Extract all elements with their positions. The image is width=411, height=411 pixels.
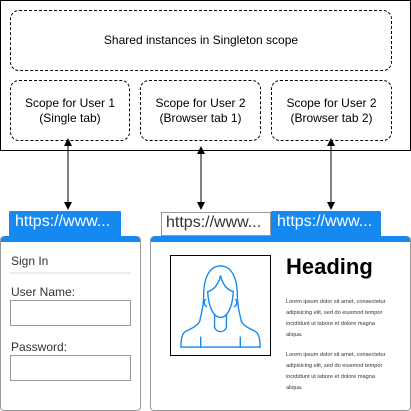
password-input[interactable] [10,355,131,381]
browser-right-toolbar [151,236,410,242]
user-avatar-icon [180,265,261,348]
scope-user2-tab2-subtitle: (Browser tab 2) [290,110,373,125]
scope-user2-tab1-title: Scope for User 2 [155,95,246,110]
browser-right-tab-inactive[interactable]: https://www... [161,212,271,236]
password-label: Password: [11,340,68,354]
singleton-scope-box: Shared instances in Singleton scope [10,10,392,71]
paragraph-1: Lorem ipsum dolor sit amet, consectetur … [286,299,386,338]
singleton-scope-label: Shared instances in Singleton scope [103,33,299,47]
browser-right-tab-inactive-url: https://www... [166,214,262,231]
browser-left-tab[interactable]: https://www... [9,211,121,236]
browser-right-tab-active[interactable]: https://www... [271,211,381,236]
signin-divider [10,272,131,274]
signin-title: Sign In [11,254,49,268]
scope-box-user2-tab2: Scope for User 2 (Browser tab 2) [271,80,392,141]
browser-left-toolbar [1,236,140,242]
avatar-image [170,255,271,356]
scope-user1-title: Scope for User 1 [24,95,116,110]
scope-user2-tab1-subtitle: (Browser tab 1) [159,110,242,125]
paragraph-2: Lorem ipsum dolor sit amet, consectetur … [286,352,386,391]
page-heading: Heading [286,254,373,279]
scope-box-user2-tab1: Scope for User 2 (Browser tab 1) [140,80,261,141]
scope-user2-tab2-title: Scope for User 2 [286,95,377,110]
scope-box-user1: Scope for User 1 (Single tab) [10,80,130,141]
browser-right-tab-active-url: https://www... [277,213,373,230]
browser-left-tab-url: https://www... [15,213,111,230]
username-label: User Name: [11,285,76,299]
username-input[interactable] [10,300,131,326]
scope-user1-subtitle: (Single tab) [39,110,101,125]
